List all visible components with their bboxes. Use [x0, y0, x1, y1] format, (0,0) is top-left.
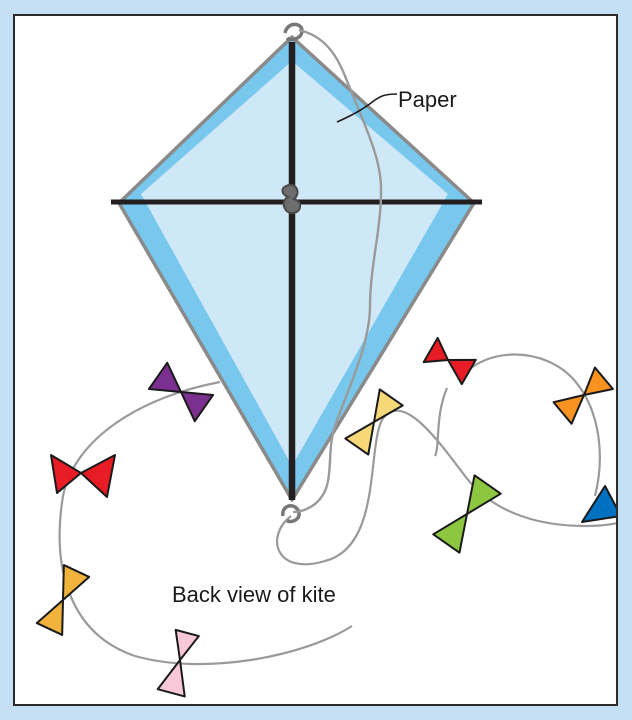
- paper-label: Paper: [398, 87, 457, 113]
- bottom-knot: [283, 506, 299, 522]
- bow-gold-left: [37, 565, 89, 635]
- bow-purple: [149, 363, 213, 421]
- figure-panel: Paper Back view of kite: [13, 14, 618, 706]
- bow-blue: [582, 486, 618, 522]
- bow-orange: [554, 368, 613, 424]
- bow-green: [433, 475, 501, 552]
- tail-string-loop: [460, 354, 600, 496]
- bow-red-left: [51, 455, 115, 497]
- bow-red-right: [424, 338, 476, 384]
- figure-caption: Back view of kite: [172, 582, 336, 608]
